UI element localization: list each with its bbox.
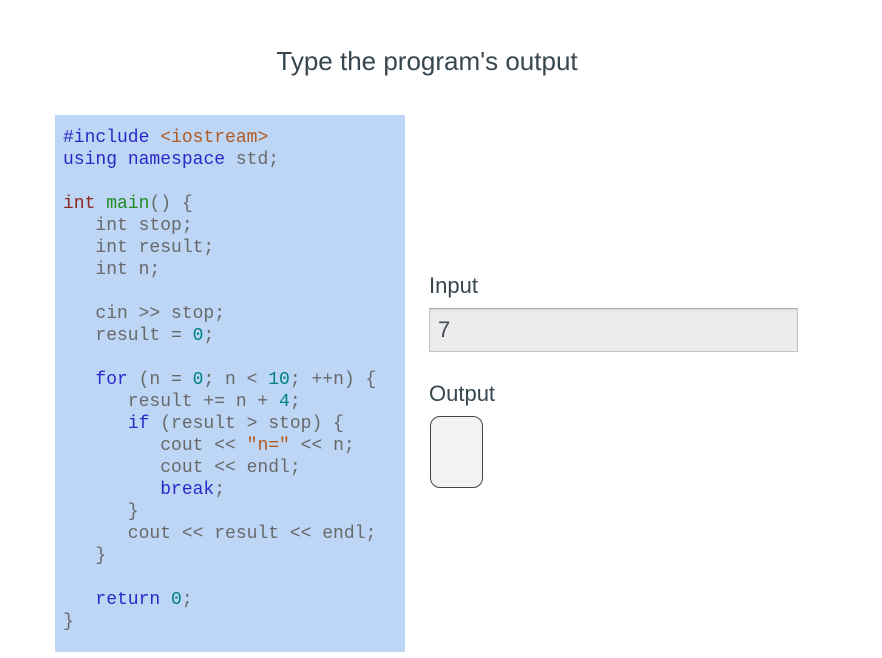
code-token: int result; (63, 238, 215, 258)
code-line: } (63, 501, 405, 523)
code-token: 0 (192, 370, 204, 390)
program-output-textarea[interactable] (430, 416, 483, 488)
code-token: int stop; (63, 216, 193, 236)
code-token: 0 (192, 326, 204, 346)
code-token: result = (63, 326, 193, 346)
code-token: #include (63, 128, 150, 148)
code-token: ; (203, 326, 215, 346)
code-line: using namespace std; (63, 149, 405, 171)
code-token: () { (149, 194, 193, 214)
code-token (160, 590, 171, 610)
code-line: if (result > stop) { (63, 413, 405, 435)
code-token: for (95, 370, 128, 390)
code-line: cout << endl; (63, 457, 405, 479)
code-block: #include <iostream>using namespace std; … (55, 115, 405, 652)
code-token: ; (181, 590, 193, 610)
code-line: #include <iostream> (63, 127, 405, 149)
code-token: 0 (171, 590, 182, 610)
code-token: << n; (289, 436, 355, 456)
code-token: } (63, 546, 107, 566)
code-token: cin >> stop; (63, 304, 226, 324)
code-token: <iostream> (160, 128, 269, 148)
code-token: main (106, 194, 150, 214)
code-line: } (63, 545, 405, 567)
code-line: int n; (63, 259, 405, 281)
code-line: for (n = 0; n < 10; ++n) { (63, 369, 405, 391)
code-token: ; (214, 480, 226, 500)
code-line: return 0; (63, 589, 405, 611)
code-token: 4 (279, 392, 290, 412)
code-token: } (63, 612, 74, 632)
output-label: Output (429, 381, 496, 406)
code-token: ; n < (203, 370, 269, 390)
code-token: int n; (63, 260, 161, 280)
code-line: cin >> stop; (63, 303, 405, 325)
code-token: if (127, 414, 150, 434)
code-token: return (95, 590, 161, 610)
code-token: "n=" (246, 436, 290, 456)
code-token: (n = (127, 370, 193, 390)
code-line (63, 567, 405, 589)
code-line: cout << result << endl; (63, 523, 405, 545)
code-token: cout << endl; (63, 458, 301, 478)
code-token: cout << result << endl; (63, 524, 377, 544)
code-token (95, 194, 106, 214)
code-line: cout << "n=" << n; (63, 435, 405, 457)
code-token: (result > stop) { (149, 414, 344, 434)
program-input-field (429, 308, 798, 352)
code-token: 10 (268, 370, 290, 390)
code-line: break; (63, 479, 405, 501)
code-line: } (63, 611, 405, 633)
code-token (63, 590, 95, 610)
code-token: namespace (127, 150, 226, 170)
code-token (149, 128, 160, 148)
code-token: ; (289, 392, 301, 412)
code-token (63, 370, 95, 390)
code-line (63, 171, 405, 193)
code-token: } (63, 502, 139, 522)
code-token: result += n + (63, 392, 280, 412)
input-label: Input (429, 273, 478, 298)
code-line: int result; (63, 237, 405, 259)
code-line: result = 0; (63, 325, 405, 347)
code-token (63, 480, 160, 500)
page-title: Type the program's output (276, 46, 578, 76)
code-token: using (63, 150, 118, 170)
code-line (63, 281, 405, 303)
code-line (63, 347, 405, 369)
code-token: ; ++n) { (289, 370, 377, 390)
code-token (63, 414, 128, 434)
code-line: int stop; (63, 215, 405, 237)
code-token: int (63, 194, 96, 214)
code-token: std; (225, 150, 280, 170)
code-line: result += n + 4; (63, 391, 405, 413)
code-token: cout << (63, 436, 247, 456)
code-line: int main() { (63, 193, 405, 215)
code-token (117, 150, 128, 170)
code-token: break (160, 480, 215, 500)
